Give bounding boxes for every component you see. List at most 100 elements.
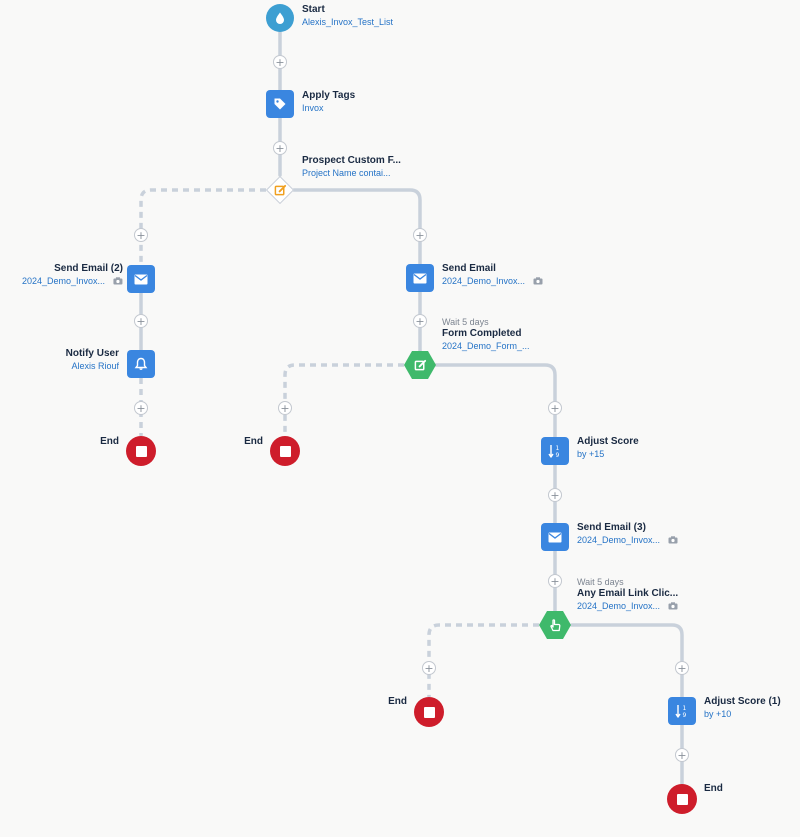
edit-icon [414,359,426,370]
connector-rule-yes [292,188,422,266]
send-email-label: Send Email 2024_Demo_Invox... [442,263,543,287]
end-node[interactable] [270,436,300,466]
add-step-button[interactable]: + [273,55,287,69]
plus-icon: + [550,574,560,588]
envelope-icon [548,532,562,542]
plus-icon: + [415,228,425,242]
camera-icon[interactable] [113,277,123,285]
prospect-rule-node[interactable] [265,175,295,205]
plus-icon: + [275,55,285,69]
form-completed-wait: Wait 5 days [442,317,489,327]
camera-icon[interactable] [668,602,678,610]
start-title: Start [302,4,325,15]
plus-icon: + [275,141,285,155]
end-node[interactable] [667,784,697,814]
plus-icon: + [415,314,425,328]
end-label: End [100,436,119,447]
adjust-score-1-label: Adjust Score (1) by +10 [704,696,781,720]
email-link-click-wait: Wait 5 days [577,577,624,587]
end-label: End [244,436,263,447]
form-completed-trigger[interactable] [404,351,436,379]
camera-icon[interactable] [668,536,678,544]
adjust-score-1-node[interactable]: 1 9 [668,697,696,725]
plus-icon: + [136,401,146,415]
adjust-score-node[interactable]: 1 9 [541,437,569,465]
connector-form-no [283,363,404,436]
start-list-link[interactable]: Alexis_Invox_Test_List [302,17,394,27]
send-email-3-label: Send Email (3) 2024_Demo_Invox... [577,522,678,546]
send-email-2-link[interactable]: 2024_Demo_Invox... [21,276,105,286]
apply-tags-label: Apply Tags Invox [302,90,355,114]
start-node[interactable] [266,4,294,32]
sort-numbers-icon: 1 9 [675,705,687,719]
email-link-click-title: Any Email Link Clic... [577,588,679,599]
add-step-button[interactable]: + [413,228,427,242]
plus-icon: + [136,314,146,328]
add-step-button[interactable]: + [422,661,436,675]
prospect-rule-sub[interactable]: Project Name contai... [302,168,391,178]
stop-icon [279,445,291,457]
apply-tags-title: Apply Tags [302,90,356,101]
plus-icon: + [550,488,560,502]
send-email-3-node[interactable] [541,523,569,551]
send-email-2-label: Send Email (2) 2024_Demo_Invox... [22,263,123,287]
adjust-score-sub[interactable]: by +15 [577,449,605,459]
add-step-button[interactable]: + [273,141,287,155]
end-node[interactable] [414,697,444,727]
pointer-hand-icon [550,619,561,632]
adjust-score-label: Adjust Score by +15 [577,436,639,460]
send-email-3-link[interactable]: 2024_Demo_Invox... [577,535,661,545]
notify-user-sub[interactable]: Alexis Riouf [71,361,119,371]
svg-text:1: 1 [556,445,560,452]
form-completed-sub[interactable]: 2024_Demo_Form_... [442,341,530,351]
svg-text:9: 9 [683,712,687,719]
camera-icon[interactable] [533,277,543,285]
email-link-click-link[interactable]: 2024_Demo_Invox... [577,601,661,611]
form-completed-title: Form Completed [442,328,522,339]
plus-icon: + [424,661,434,675]
water-drop-icon [276,12,284,24]
apply-tags-node[interactable] [266,90,294,118]
plus-icon: + [677,661,687,675]
connector-form-yes [434,363,557,439]
tag-icon [274,98,286,110]
notify-user-node[interactable] [127,350,155,378]
notify-user-label: Notify User Alexis Riouf [66,348,119,372]
envelope-icon [413,273,427,283]
stop-icon [423,706,435,718]
add-step-button[interactable]: + [134,314,148,328]
adjust-score-1-sub[interactable]: by +10 [704,709,732,719]
envelope-icon [134,274,148,284]
end-label: End [704,783,723,794]
end-node[interactable] [126,436,156,466]
send-email-node[interactable] [406,264,434,292]
plus-icon: + [677,748,687,762]
connector-click-no [427,623,539,697]
prospect-rule-title: Prospect Custom F... [302,155,401,166]
send-email-link[interactable]: 2024_Demo_Invox... [442,276,526,286]
start-label: Start Alexis_Invox_Test_List [302,4,393,28]
plus-icon: + [280,401,290,415]
bell-icon [134,357,148,370]
add-step-button[interactable]: + [548,401,562,415]
add-step-button[interactable]: + [134,401,148,415]
plus-icon: + [136,228,146,242]
apply-tags-sub[interactable]: Invox [302,103,324,113]
add-step-button[interactable]: + [413,314,427,328]
connector-click-yes [570,623,684,699]
form-completed-label: Wait 5 days Form Completed 2024_Demo_For… [442,316,530,352]
prospect-rule-label: Prospect Custom F... Project Name contai… [302,155,401,179]
email-link-click-label: Wait 5 days Any Email Link Clic... 2024_… [577,576,678,612]
add-step-button[interactable]: + [548,574,562,588]
notify-user-title: Notify User [65,348,119,359]
add-step-button[interactable]: + [675,748,689,762]
connector-rule-no [139,188,266,265]
add-step-button[interactable]: + [548,488,562,502]
add-step-button[interactable]: + [278,401,292,415]
sort-numbers-icon: 1 9 [548,445,560,459]
send-email-title: Send Email [442,263,496,274]
send-email-2-node[interactable] [127,265,155,293]
add-step-button[interactable]: + [675,661,689,675]
add-step-button[interactable]: + [134,228,148,242]
